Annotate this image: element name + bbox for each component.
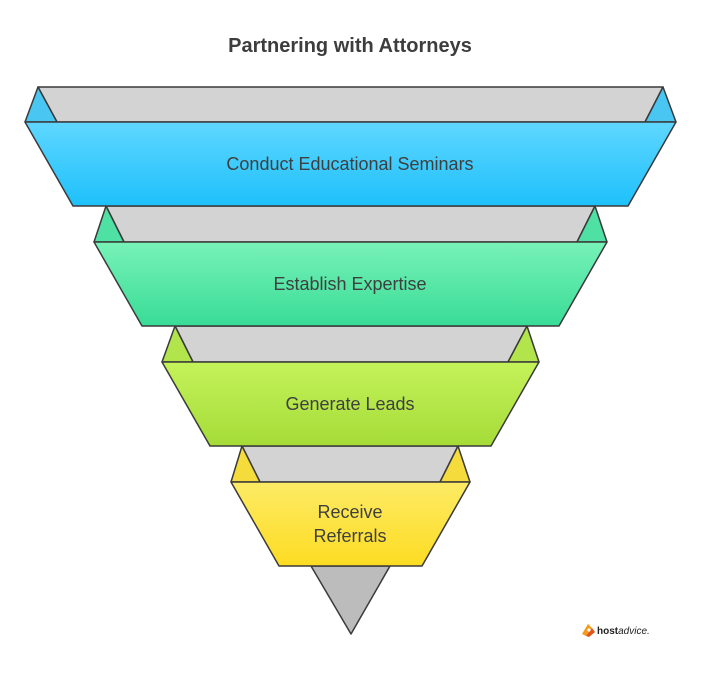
- logo-text-bold: host: [597, 626, 619, 637]
- stage-4-band: [230, 481, 471, 567]
- funnel-gray-segment-2: [105, 205, 596, 243]
- svg-text:hostadvice.: hostadvice.: [597, 626, 650, 637]
- funnel-gray-segment-4: [241, 445, 459, 483]
- stage-4-label-line-2: Referrals: [313, 526, 386, 546]
- hostadvice-rocket-icon: [582, 624, 595, 637]
- stage-labels: Conduct Educational Seminars Establish E…: [226, 154, 473, 546]
- funnel-side-edges: [24, 86, 677, 483]
- stage-3-label: Generate Leads: [285, 394, 414, 414]
- funnel-stages: [24, 121, 677, 567]
- stage-3-band: [161, 361, 540, 447]
- stage-2-band: [93, 241, 608, 327]
- stage-2-label: Establish Expertise: [273, 274, 426, 294]
- diagram-title: Partnering with Attorneys: [228, 35, 472, 57]
- funnel-gray-segment-1: [37, 86, 664, 123]
- funnel-gray-segment-3: [174, 325, 528, 363]
- stage-4-label-line-1: Receive: [317, 502, 382, 522]
- logo-text-italic: advice.: [618, 626, 650, 637]
- stage-1-label: Conduct Educational Seminars: [226, 154, 473, 174]
- funnel-tip: [310, 565, 391, 635]
- stage-1-band: [24, 121, 677, 207]
- hostadvice-logo: hostadvice.: [582, 624, 650, 637]
